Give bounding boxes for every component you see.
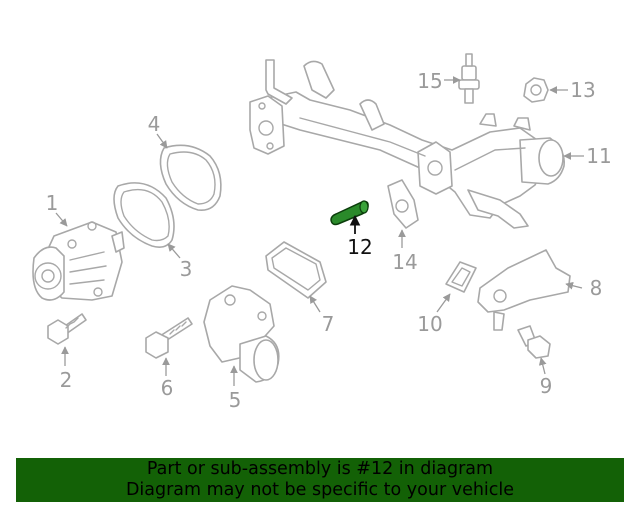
thermostat-housing <box>203 285 280 383</box>
pipe-12-highlighted[interactable] <box>330 200 369 226</box>
bracket-8 <box>477 249 571 331</box>
callout-12-highlighted[interactable]: 12 <box>347 235 372 259</box>
bolt-2 <box>47 313 87 345</box>
callout-5[interactable]: 5 <box>229 388 242 412</box>
bolt-9 <box>517 325 551 359</box>
bolt-6 <box>145 317 193 359</box>
callout-6[interactable]: 6 <box>161 376 174 400</box>
gasket-7 <box>265 241 327 299</box>
callout-3[interactable]: 3 <box>180 257 193 281</box>
callout-10[interactable]: 10 <box>417 312 442 336</box>
callout-15[interactable]: 15 <box>417 69 442 93</box>
flange-nut <box>523 77 549 103</box>
gasket-10 <box>445 261 477 293</box>
callout-9[interactable]: 9 <box>540 374 553 398</box>
callout-4[interactable]: 4 <box>148 112 161 136</box>
callout-11[interactable]: 11 <box>586 144 611 168</box>
water-pipe-assembly <box>249 59 566 229</box>
callout-1[interactable]: 1 <box>46 191 59 215</box>
temperature-sensor <box>458 53 480 104</box>
gasket-14 <box>387 179 419 229</box>
banner-line-part: Part or sub-assembly is #12 in diagram <box>146 459 494 479</box>
callout-8[interactable]: 8 <box>590 276 603 300</box>
callout-7[interactable]: 7 <box>322 312 335 336</box>
gasket-ring-3 <box>113 182 175 248</box>
water-pump <box>32 221 125 301</box>
callout-2[interactable]: 2 <box>60 368 73 392</box>
callout-14[interactable]: 14 <box>392 250 417 274</box>
callout-13[interactable]: 13 <box>570 78 595 102</box>
info-banner: Part or sub-assembly is #12 in diagram D… <box>16 458 624 502</box>
gasket-ring-4 <box>159 144 222 212</box>
banner-line-disclaimer: Diagram may not be specific to your vehi… <box>125 480 515 500</box>
